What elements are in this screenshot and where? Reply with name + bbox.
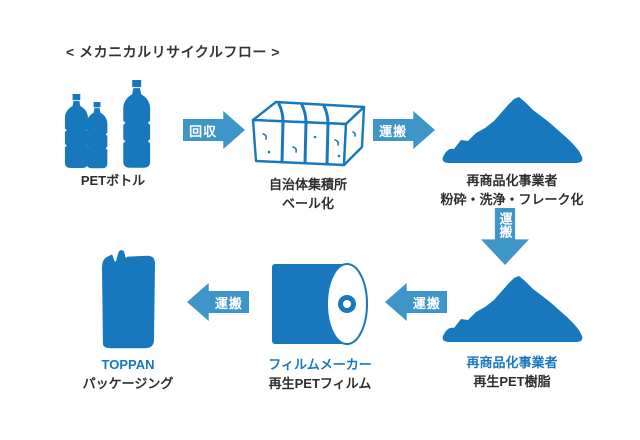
bale-label-line1: 自治体集積所	[268, 177, 347, 192]
diagram-title: < メカニカルリサイクルフロー >	[66, 44, 280, 60]
arrow-collect: 回収	[183, 111, 245, 149]
node-pet-bottles: PETボトル	[58, 78, 168, 191]
arrow-transport-2: 運搬	[481, 208, 529, 265]
arrow-transport-1-label: 運搬	[379, 123, 408, 139]
flake-pile-icon	[442, 97, 583, 163]
bale-label-line2: ベール化	[281, 195, 334, 211]
package-label-line2: パッケージング	[82, 375, 174, 391]
arrow-collect-label: 回収	[189, 123, 218, 139]
arrow-transport-1: 運搬	[373, 111, 435, 149]
bale-icon	[251, 100, 366, 167]
arrow-transport-3-label: 運搬	[412, 295, 441, 311]
resin-pile-label-line2: 再生PET樹脂	[473, 373, 551, 389]
arrow-transport-4: 運搬	[187, 283, 249, 321]
film-roll-icon	[272, 263, 368, 345]
arrow-transport-2-label: 運搬	[497, 212, 513, 238]
resin-pile-label-line1: 再商品化事業者	[466, 355, 558, 370]
arrow-transport-4-label: 運搬	[214, 295, 243, 311]
flake-pile-label-line1: 再商品化事業者	[466, 173, 558, 188]
node-bale: 自治体集積所 ベール化	[240, 92, 376, 214]
node-flake-pile: 再商品化事業者 粉砕・洗浄・フレーク化	[436, 88, 588, 210]
node-resin-pile: 再商品化事業者 再生PET樹脂	[436, 266, 588, 392]
pet-bottles-label: PETボトル	[80, 173, 146, 188]
package-pouch-icon	[101, 250, 155, 349]
node-package: TOPPAN パッケージング	[66, 248, 190, 394]
flake-pile-label-line2: 粉砕・洗浄・フレーク化	[440, 191, 584, 207]
node-film-roll: フィルムメーカー 再生PETフィルム	[250, 258, 390, 394]
resin-pile-icon	[442, 276, 583, 342]
pet-bottles-icon	[64, 80, 151, 169]
film-roll-label-line2: 再生PETフィルム	[268, 375, 372, 391]
package-label-line1: TOPPAN	[101, 357, 155, 372]
film-roll-label-line1: フィルムメーカー	[268, 357, 372, 372]
